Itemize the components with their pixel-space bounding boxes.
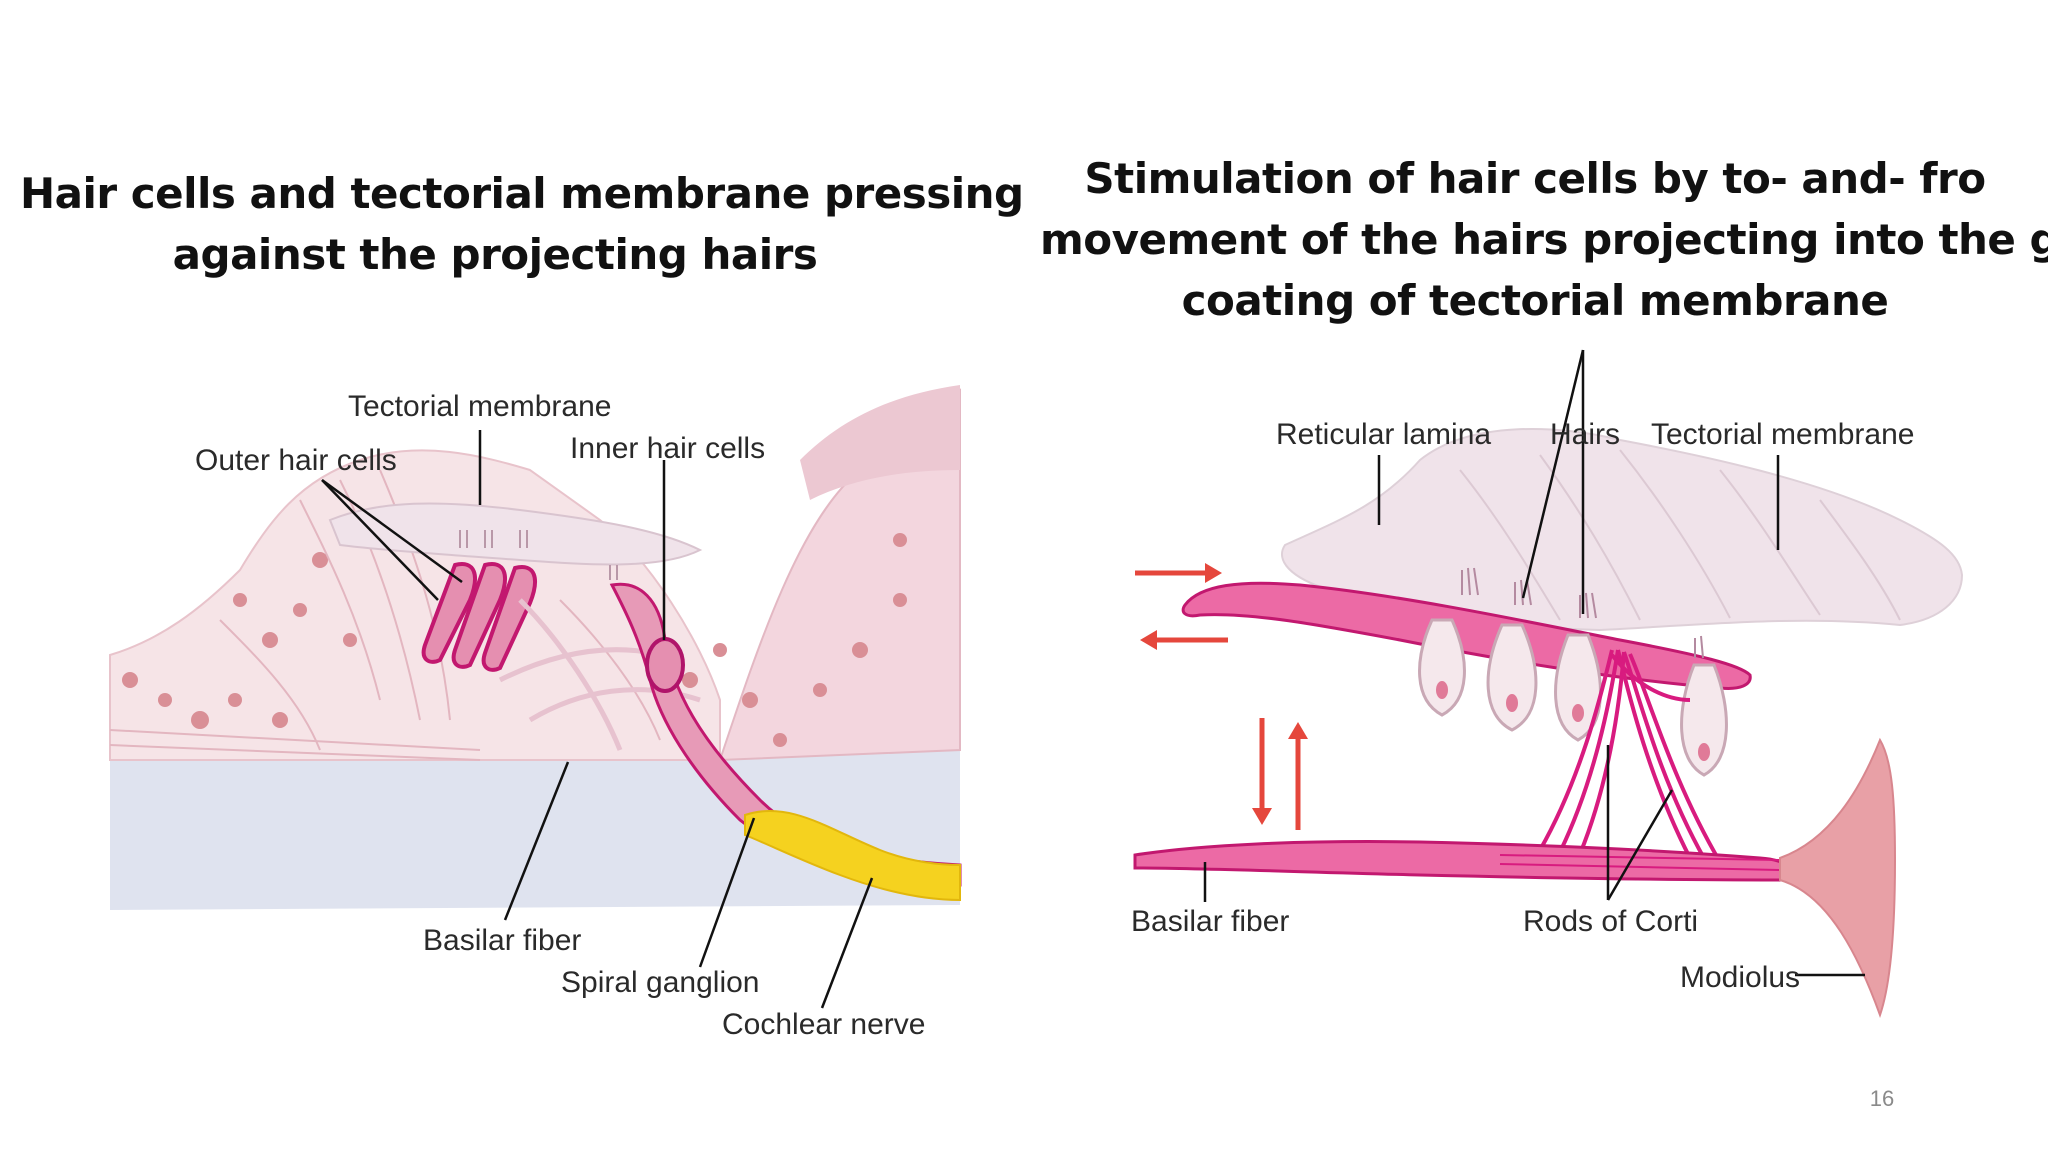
cochlear-nerve-shape	[744, 810, 961, 902]
outer-hair-cells	[421, 562, 537, 672]
tectorial-membrane-shape	[328, 502, 703, 566]
tissue-lines	[109, 469, 661, 761]
label-hairs: Hairs	[1550, 418, 1620, 451]
hair-bundles	[459, 530, 618, 580]
left-figure-title: Hair cells and tectorial membrane pressi…	[20, 163, 1024, 285]
label-rods-of-corti: Rods of Corti	[1523, 905, 1698, 938]
basilar-fiber-lines	[1499, 854, 1781, 871]
label-basilar-fiber-left: Basilar fiber	[423, 924, 581, 957]
left-leader-lines	[321, 430, 874, 1009]
supporting-cell-nuclei	[122, 533, 907, 747]
slide-page-number: 16	[1869, 1086, 1895, 1111]
label-basilar-fiber-right: Basilar fiber	[1131, 905, 1289, 938]
label-inner-hair-cells: Inner hair cells	[570, 432, 765, 465]
motion-arrows	[1135, 563, 1308, 830]
rods-of-corti	[1538, 649, 1722, 864]
right-hair-bundles	[1461, 567, 1704, 659]
left-title-line-2: against the projecting hairs	[172, 230, 818, 279]
modiolus-shape	[1779, 737, 1897, 1019]
label-outer-hair-cells: Outer hair cells	[195, 444, 397, 477]
hair-movement-diagram: Reticular lamina Hairs Tectorial membran…	[1131, 349, 1964, 1019]
left-title-line-1: Hair cells and tectorial membrane pressi…	[20, 169, 1024, 218]
right-hair-cell-nuclei	[1436, 681, 1710, 761]
right-title-line-1: Stimulation of hair cells by to- and- fr…	[1084, 154, 1986, 203]
label-modiolus: Modiolus	[1680, 961, 1800, 994]
label-tectorial-membrane: Tectorial membrane	[348, 390, 611, 423]
label-reticular-lamina: Reticular lamina	[1276, 418, 1491, 451]
label-spiral-ganglion: Spiral ganglion	[561, 966, 759, 999]
right-title-line-3: coating of tectorial membrane	[1181, 276, 1889, 325]
right-title-line-2: movement of the hairs projecting into th…	[1040, 215, 2048, 264]
basilar-fiber-shape	[1133, 840, 1792, 882]
limbus-upper	[800, 385, 960, 500]
inner-hair-cell-body	[645, 637, 685, 693]
label-cochlear-nerve: Cochlear nerve	[722, 1008, 925, 1041]
right-figure-title: Stimulation of hair cells by to- and- fr…	[1040, 148, 2048, 331]
organ-of-corti-diagram: Tectorial membrane Outer hair cells Inne…	[109, 385, 962, 1041]
right-leader-lines	[1203, 349, 1865, 977]
label-tectorial-membrane-right: Tectorial membrane	[1651, 418, 1914, 451]
right-hair-cells	[1418, 618, 1728, 777]
